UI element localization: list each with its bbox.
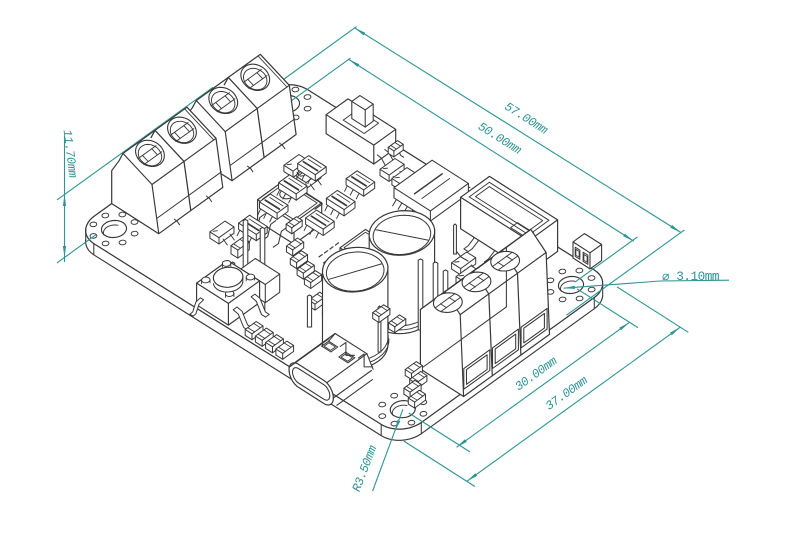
svg-text:11.70mm: 11.70mm	[59, 129, 79, 178]
svg-text:⌀ 3.10mm: ⌀ 3.10mm	[662, 269, 719, 284]
